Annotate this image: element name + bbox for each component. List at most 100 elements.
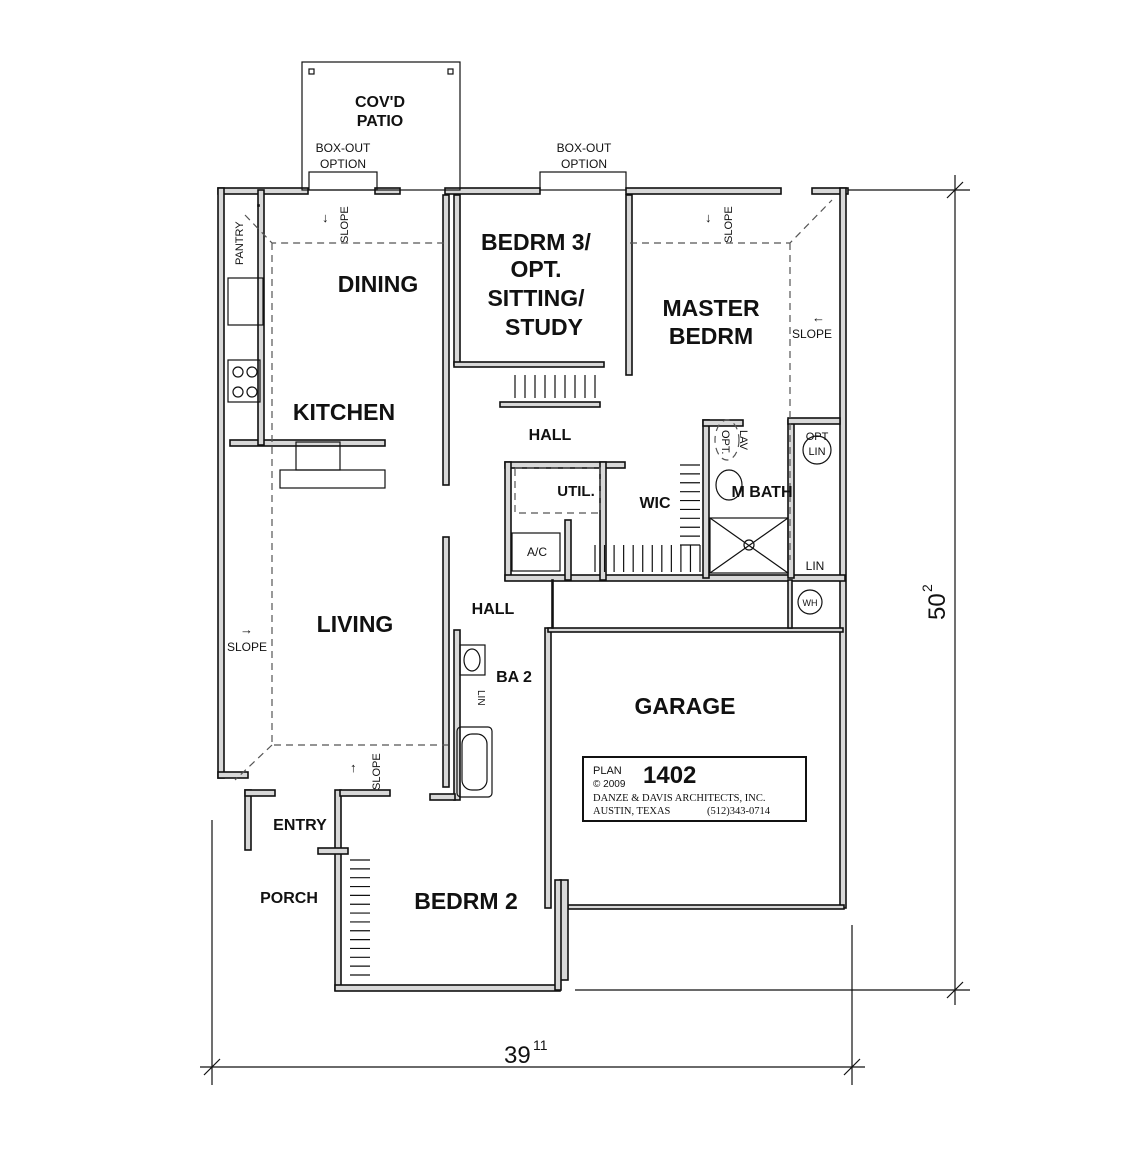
opt-lav (714, 419, 740, 461)
label-box-out-right: BOX-OUT (557, 141, 612, 155)
water-heater (797, 589, 823, 615)
label-hall-mid: HALL (472, 601, 515, 618)
depth-dimension-feet: 50 (924, 593, 951, 620)
wall (499, 401, 601, 408)
dimension-lines (200, 175, 970, 1085)
slope-label-entry: SLOPE (371, 753, 383, 790)
wall (504, 461, 626, 469)
ceiling-lines (234, 199, 833, 781)
wall (787, 417, 841, 425)
label-m-bath: M BATH (731, 484, 792, 501)
label-bedrm3-4: STUDY (505, 314, 583, 340)
wall (551, 579, 554, 629)
firm-city: AUSTIN, TEXAS (593, 806, 671, 817)
closet-shelves (350, 375, 701, 976)
label-living: LIVING (317, 611, 394, 637)
kitchen-island (279, 469, 386, 489)
cooktop (227, 359, 261, 403)
depth-dimension-inches: 2 (919, 584, 935, 592)
wall (229, 439, 386, 447)
slope-label-master-side: SLOPE (792, 327, 832, 341)
label-ba2: BA 2 (496, 669, 532, 686)
wall (702, 419, 744, 427)
wall (217, 771, 249, 779)
slope-arrow-icon: → (240, 622, 253, 637)
wall (504, 574, 846, 582)
wall (787, 579, 793, 629)
wall (453, 361, 605, 368)
washer-dryer (514, 467, 601, 514)
label-opt-lav: OPT. (719, 430, 731, 454)
ba2-sink (459, 644, 486, 676)
wall (317, 847, 349, 855)
wall (429, 793, 456, 801)
slope-label-master: SLOPE (723, 206, 735, 243)
slope-arrow-icon: ↓ (322, 210, 329, 225)
label-util: UTIL. (557, 483, 595, 500)
slope-label-living: SLOPE (227, 640, 267, 654)
wall (554, 879, 562, 991)
box-out-option-left (308, 171, 378, 191)
label-pantry: PANTRY (234, 221, 246, 265)
wall (702, 419, 710, 579)
lav-sink (715, 469, 743, 501)
width-dimension-inches: 11 (533, 1037, 548, 1053)
slope-arrow-icon: ← (812, 310, 825, 325)
label-opt-lin-2: LIN (808, 446, 825, 458)
label-bedrm3: BEDRM 3/ (481, 229, 592, 255)
wall (244, 789, 252, 851)
label-bedrm3-3: SITTING/ (487, 285, 585, 311)
label-garage: GARAGE (635, 693, 736, 719)
wall (625, 187, 782, 195)
wall (453, 629, 461, 801)
slope-arrow-icon: ↓ (705, 210, 712, 225)
walls (217, 187, 849, 992)
label-wic: WIC (639, 495, 671, 512)
wall (839, 187, 847, 909)
label-entry: ENTRY (273, 817, 327, 834)
label-master-2: BEDRM (669, 323, 753, 349)
wall (334, 984, 561, 992)
plan-info-box (582, 756, 807, 822)
wall (544, 627, 552, 909)
wall (811, 187, 849, 195)
box-out-option-right (539, 171, 627, 191)
label-lin2: LIN (475, 690, 486, 706)
wall (547, 627, 844, 633)
label-dining: DINING (338, 271, 419, 297)
label-bedrm2: BEDRM 2 (414, 888, 518, 914)
slope-label-dining: SLOPE (339, 206, 351, 243)
shower (709, 517, 789, 574)
label-bedrm3-2: OPT. (510, 256, 561, 282)
wall (339, 789, 391, 797)
wall (442, 536, 450, 788)
wall (244, 789, 276, 797)
label-lin: LIN (806, 559, 825, 573)
label-covd-patio-2: PATIO (357, 113, 404, 130)
label-box-out-left-2: OPTION (320, 157, 366, 171)
plan-label: PLAN (593, 765, 622, 777)
wall (442, 194, 450, 486)
label-kitchen: KITCHEN (293, 399, 395, 425)
covered-patio-outline (301, 61, 461, 191)
label-opt-lav-2: LAV (737, 430, 749, 451)
label-opt-lin: OPT (806, 431, 829, 443)
firm-phone: (512)343-0714 (707, 806, 771, 817)
label-master: MASTER (662, 295, 760, 321)
wall (564, 519, 572, 581)
slope-arrow-icon: ↑ (350, 760, 357, 775)
label-box-out-right-2: OPTION (561, 157, 607, 171)
wall (625, 194, 633, 376)
copyright: © 2009 (593, 779, 626, 790)
bathtub (456, 726, 493, 798)
width-dimension-feet: 39 (504, 1042, 531, 1069)
label-porch: PORCH (260, 890, 318, 907)
wall (257, 204, 260, 207)
label-ac: A/C (527, 545, 547, 559)
refrigerator (227, 277, 264, 326)
label-covd-patio: COV'D (355, 94, 405, 111)
wall (444, 187, 541, 195)
firm-name: DANZE & DAVIS ARCHITECTS, INC. (593, 793, 765, 804)
